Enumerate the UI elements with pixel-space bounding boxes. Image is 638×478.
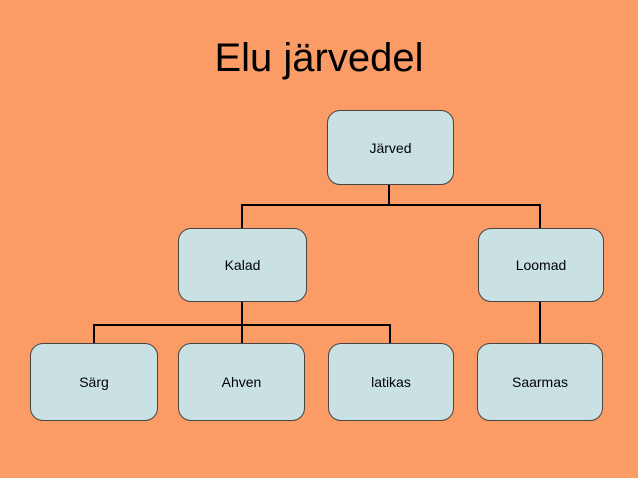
slide-title: Elu järvedel: [214, 36, 424, 80]
connector-loomad-drop: [539, 204, 541, 229]
connector-kalad-drop: [241, 204, 243, 229]
connector-sarg-drop: [93, 324, 95, 344]
connector-loomad-saarmas: [539, 301, 541, 344]
node-loomad-label: Loomad: [515, 257, 567, 273]
node-sarg: Särg: [30, 343, 158, 421]
node-sarg-label: Särg: [79, 374, 109, 390]
connector-jarved-stem: [388, 184, 390, 206]
node-jarved-label: Järved: [369, 139, 412, 156]
node-kalad-label: Kalad: [224, 257, 261, 273]
connector-latikas-drop: [389, 324, 391, 344]
node-ahven: Ahven: [178, 343, 305, 421]
node-saarmas: Saarmas: [477, 343, 603, 421]
connector-level2-bar: [241, 204, 541, 206]
node-loomad: Loomad: [478, 228, 604, 302]
connector-kalad-stem: [241, 301, 243, 326]
node-jarved: Järved: [327, 110, 454, 185]
node-latikas-label: latikas: [371, 374, 411, 390]
node-kalad: Kalad: [178, 228, 307, 302]
node-latikas: latikas: [328, 343, 454, 421]
node-ahven-label: Ahven: [221, 374, 262, 390]
node-saarmas-label: Saarmas: [511, 374, 569, 390]
connector-ahven-drop: [241, 324, 243, 344]
